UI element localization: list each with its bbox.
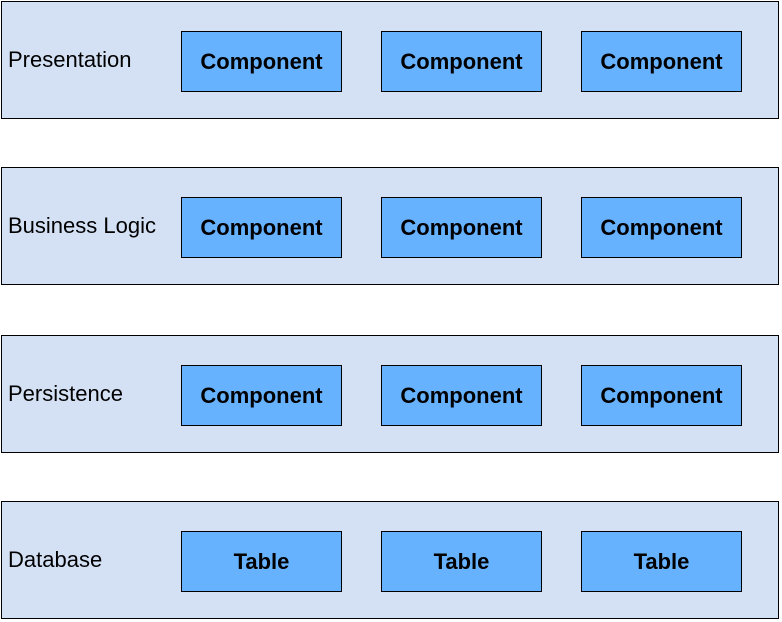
component-box: Component <box>181 197 342 258</box>
component-box: Component <box>581 197 742 258</box>
component-box: Component <box>381 365 542 426</box>
table-box: Table <box>381 531 542 592</box>
layer-label: Database <box>8 547 103 572</box>
component-box: Component <box>181 365 342 426</box>
component-box: Component <box>381 197 542 258</box>
component-box: Component <box>181 31 342 92</box>
component-box: Component <box>381 31 542 92</box>
layer-presentation: Presentation Component Component Compone… <box>1 1 779 119</box>
layer-label: Business Logic <box>8 213 156 238</box>
layer-persistence: Persistence Component Component Componen… <box>1 335 779 453</box>
layer-label: Persistence <box>8 381 123 406</box>
component-box: Component <box>581 31 742 92</box>
table-box: Table <box>181 531 342 592</box>
layer-label: Presentation <box>8 47 132 72</box>
table-box: Table <box>581 531 742 592</box>
layer-business-logic: Business Logic Component Component Compo… <box>1 167 779 285</box>
layer-database: Database Table Table Table <box>1 501 779 619</box>
component-box: Component <box>581 365 742 426</box>
